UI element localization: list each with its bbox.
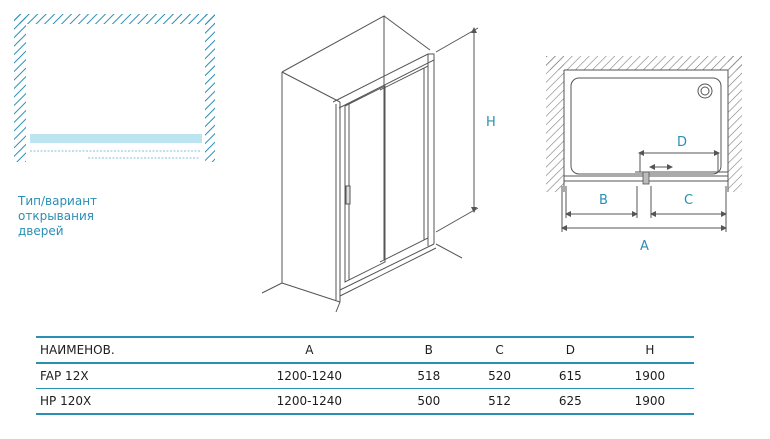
- cell-c: 512: [488, 394, 511, 408]
- cell-d: 615: [558, 369, 582, 383]
- header-a: A: [305, 343, 314, 357]
- cell-name: HP 120X: [40, 394, 92, 408]
- cell-name: FAP 12X: [40, 369, 89, 383]
- cell-c: 520: [488, 369, 511, 383]
- diagram-svg: H: [14, 14, 742, 313]
- enclosure-3d-view: [261, 15, 479, 313]
- specs-table: НАИМЕНОВ. A B C D H FAP 12X 1200-1240 51…: [36, 336, 694, 415]
- cell-h: 1900: [634, 394, 666, 408]
- header-d: D: [565, 343, 575, 357]
- cell-h: 1900: [634, 369, 666, 383]
- diagram-stage: H: [14, 14, 742, 313]
- table-row: FAP 12X 1200-1240 518 520 615 1900: [36, 363, 694, 389]
- header-b: B: [424, 343, 433, 357]
- dimension-h-label: H: [486, 115, 496, 130]
- opening-type-icon: [14, 14, 215, 162]
- dimension-b-label: B: [599, 193, 608, 208]
- table-header-row: НАИМЕНОВ. A B C D H: [36, 337, 694, 363]
- dimension-c-label: C: [684, 193, 693, 208]
- cell-a: 1200-1240: [276, 369, 343, 383]
- header-h: H: [645, 343, 655, 357]
- plan-view: [546, 56, 742, 232]
- cell-d: 625: [558, 394, 582, 408]
- cell-b: 518: [417, 369, 441, 383]
- dimension-d-label: D: [677, 135, 687, 150]
- table-row: HP 120X 1200-1240 500 512 625 1900: [36, 389, 694, 414]
- cell-b: 500: [417, 394, 441, 408]
- cell-a: 1200-1240: [276, 394, 343, 408]
- dimension-a-label: A: [640, 239, 649, 254]
- header-c: C: [495, 343, 504, 357]
- opening-type-caption: Тип/вариант открывания дверей: [18, 194, 98, 238]
- header-name: НАИМЕНОВ.: [40, 343, 115, 357]
